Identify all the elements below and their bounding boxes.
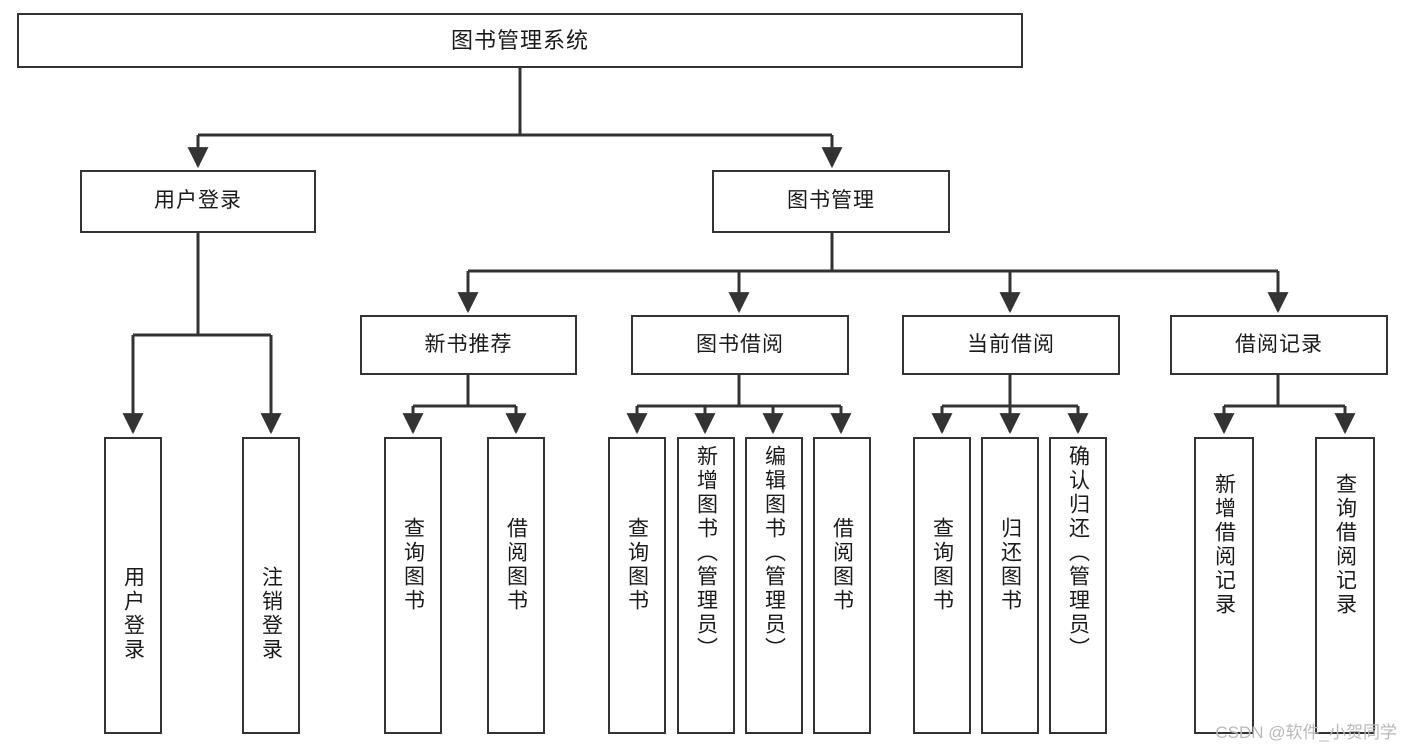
node-label: 图书借阅 — [696, 332, 784, 356]
node-label: 查询图书 — [930, 517, 954, 613]
leaf-query-book-borrow[interactable]: 查询图书 — [608, 437, 666, 734]
node-book-borrow[interactable]: 图书借阅 — [631, 315, 849, 375]
node-label: 当前借阅 — [967, 332, 1055, 356]
leaf-add-book-admin[interactable]: 新增图书（管理员） — [677, 437, 735, 734]
node-label: 新增图书（管理员） — [694, 445, 718, 661]
node-label: 借阅记录 — [1235, 332, 1323, 356]
node-label: 归还图书 — [998, 517, 1022, 613]
node-new-book-recommend[interactable]: 新书推荐 — [360, 315, 577, 375]
leaf-return-book[interactable]: 归还图书 — [981, 437, 1039, 734]
node-user-login[interactable]: 用户登录 — [80, 170, 316, 233]
leaf-query-borrow-record[interactable]: 查询借阅记录 — [1315, 437, 1375, 734]
node-label: 新书推荐 — [424, 332, 513, 356]
leaf-query-book-current[interactable]: 查询图书 — [913, 437, 971, 734]
node-label: 查询图书 — [625, 517, 649, 613]
node-label: 查询借阅记录 — [1333, 473, 1357, 617]
leaf-confirm-return-admin[interactable]: 确认归还（管理员） — [1049, 437, 1107, 734]
node-label: 注销登录 — [259, 566, 283, 662]
node-current-borrow[interactable]: 当前借阅 — [902, 315, 1120, 375]
node-label: 用户登录 — [121, 566, 145, 662]
leaf-add-borrow-record[interactable]: 新增借阅记录 — [1194, 437, 1254, 734]
node-label: 用户登录 — [154, 189, 242, 213]
leaf-edit-book-admin[interactable]: 编辑图书（管理员） — [745, 437, 803, 734]
node-label: 借阅图书 — [830, 517, 854, 613]
csdn-watermark: CSDN @软件_小贺同学 — [1215, 723, 1397, 742]
leaf-borrow-book-recommend[interactable]: 借阅图书 — [487, 437, 545, 734]
node-label: 确认归还（管理员） — [1066, 445, 1090, 661]
node-label: 编辑图书（管理员） — [762, 445, 786, 661]
leaf-borrow-book[interactable]: 借阅图书 — [813, 437, 871, 734]
node-label: 借阅图书 — [504, 517, 528, 613]
leaf-user-login[interactable]: 用户登录 — [104, 437, 162, 734]
node-label: 图书管理 — [787, 189, 875, 213]
node-book-manage[interactable]: 图书管理 — [712, 170, 950, 233]
node-root-system[interactable]: 图书管理系统 — [17, 13, 1023, 68]
leaf-query-book-recommend[interactable]: 查询图书 — [384, 437, 442, 734]
node-label: 新增借阅记录 — [1212, 473, 1236, 617]
node-label: 查询图书 — [401, 517, 425, 613]
node-label: 图书管理系统 — [450, 27, 589, 53]
leaf-logout[interactable]: 注销登录 — [242, 437, 300, 734]
node-borrow-record[interactable]: 借阅记录 — [1170, 315, 1388, 375]
